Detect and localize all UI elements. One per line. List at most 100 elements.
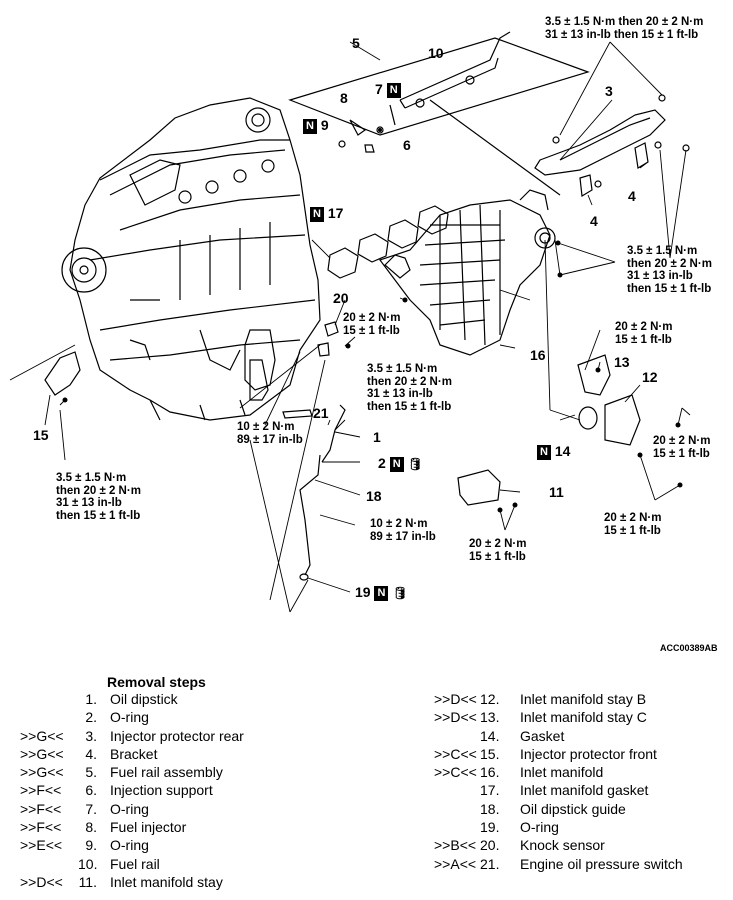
step-number: 8.	[85, 819, 97, 836]
engine-block-drawing	[61, 97, 321, 421]
step-name: Knock sensor	[520, 837, 605, 854]
step-number: 16.	[480, 764, 500, 781]
oil-can-icon: 🛢	[407, 457, 423, 471]
part-label-1: 1	[373, 429, 381, 445]
step-name: Fuel injector	[110, 819, 187, 836]
replace-mark-icon: N	[389, 456, 404, 472]
part-label-9: N 9	[303, 117, 329, 134]
step-name: O-ring	[110, 800, 149, 817]
step-number: 12.	[480, 691, 500, 707]
step-number: 6.	[85, 782, 97, 799]
part-label-21: 21	[313, 405, 329, 421]
figure-reference: ACC00389AB	[660, 643, 718, 653]
step-name: Inlet manifold stay B	[520, 691, 647, 707]
step-number: 5.	[85, 764, 97, 781]
part-label-20: 20	[333, 290, 349, 306]
part-label-11: 11	[549, 484, 564, 500]
step-name: O-ring	[110, 709, 149, 726]
part-label-19: 19 N 🛢	[355, 584, 408, 601]
gasket-drawing	[578, 406, 598, 430]
step-name: Inlet manifold	[520, 764, 604, 781]
bracket-drawing-b	[634, 142, 649, 169]
part-label-4a: 4	[628, 188, 636, 204]
stay-drawing	[457, 469, 501, 506]
part-label-3: 3	[605, 83, 613, 99]
step-name: Oil dipstick guide	[520, 800, 626, 817]
knock-sensor-drawing	[324, 321, 339, 337]
step-number: 18.	[480, 800, 500, 817]
inlet-manifold-drawing	[379, 189, 556, 356]
step-number: 21.	[480, 855, 500, 872]
bolt-drawing	[594, 180, 602, 188]
replace-mark-icon: N	[310, 206, 324, 222]
step-name: Inlet manifold stay C	[520, 709, 647, 726]
replace-mark-icon: N	[303, 118, 317, 134]
step-name: Oil dipstick	[110, 691, 178, 707]
step-number: 4.	[85, 745, 97, 762]
step-number: 13.	[480, 709, 500, 726]
step-marker: >>G<<	[20, 745, 64, 762]
bolt-drawing	[654, 141, 662, 149]
step-number: 3.	[85, 727, 97, 744]
step-name: O-ring	[110, 837, 149, 854]
sealant-tube-drawing	[282, 409, 313, 419]
step-number: 2.	[85, 709, 97, 726]
part-label-10: 10	[428, 45, 444, 61]
part-label-2: 2 N 🛢	[378, 455, 423, 472]
step-number: 15.	[480, 745, 500, 762]
step-marker: >>D<<	[434, 709, 477, 726]
step-marker: >>C<<	[434, 745, 477, 762]
step-name: Gasket	[520, 727, 565, 744]
step-marker: >>C<<	[434, 764, 477, 781]
oil-pressure-switch-drawing	[317, 342, 330, 357]
part-label-6: 6	[403, 137, 411, 153]
step-number: 9.	[85, 837, 97, 854]
fuel-rail-box	[288, 31, 590, 196]
step-marker: >>E<<	[20, 837, 63, 854]
step-name: Fuel rail assembly	[110, 764, 223, 781]
step-name: Injection support	[110, 782, 213, 799]
oil-can-icon: 🛢	[392, 586, 408, 600]
step-number: 10.	[78, 855, 98, 872]
step-number: 20.	[480, 837, 500, 854]
manifold-gasket-drawing	[327, 205, 449, 279]
part-label-7: 7 N	[375, 81, 401, 98]
stay-b-drawing	[604, 394, 641, 446]
step-name: Fuel rail	[110, 855, 160, 872]
part-label-13: 13	[614, 354, 630, 370]
part-label-5: 5	[352, 35, 360, 51]
o-ring-drawing	[299, 573, 309, 581]
part-label-15: 15	[33, 427, 49, 443]
step-number: 19.	[480, 819, 500, 836]
exploded-parts-diagram	[9, 31, 691, 613]
step-number: 11.	[78, 873, 97, 890]
step-marker: >>D<<	[20, 873, 63, 890]
injector-protector-front-drawing	[44, 351, 81, 396]
part-label-8: 8	[340, 90, 348, 106]
step-marker: >>D<<	[434, 691, 477, 707]
leader-lines	[9, 41, 691, 613]
step-number: 7.	[85, 800, 97, 817]
bracket-drawing-a	[579, 174, 593, 197]
step-marker: >>G<<	[20, 727, 64, 744]
part-label-14: N 14	[537, 443, 570, 460]
step-number: 17.	[480, 782, 500, 799]
step-marker: >>B<<	[434, 837, 477, 854]
step-number: 14.	[480, 727, 500, 744]
step-name: Injector protector front	[520, 745, 657, 762]
step-marker: >>G<<	[20, 764, 64, 781]
part-label-16: 16	[530, 347, 546, 363]
replace-mark-icon: N	[374, 585, 389, 601]
step-marker: >>A<<	[434, 855, 477, 872]
step-name: Injector protector rear	[110, 727, 244, 744]
